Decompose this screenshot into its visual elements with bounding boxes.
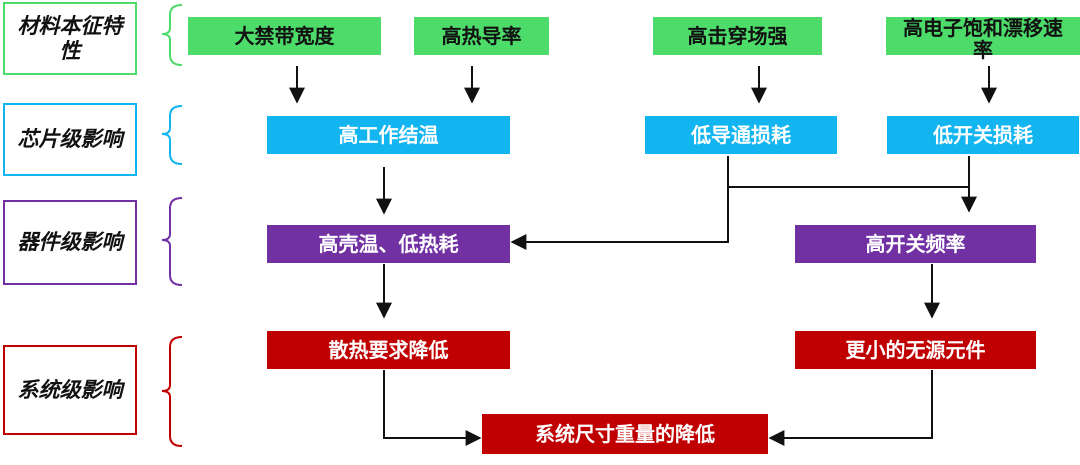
arrow-conduction-to-case (510, 156, 729, 250)
level-label-material: 材料本征特性 (3, 2, 137, 75)
bracket-material (161, 4, 183, 66)
box-case-temp: 高壳温、低热耗 (267, 225, 510, 263)
box-breakdown-field: 高击穿场强 (653, 17, 822, 55)
box-junction-temp: 高工作结温 (267, 116, 510, 154)
box-bandgap: 大禁带宽度 (188, 17, 381, 55)
box-size-weight: 系统尺寸重量的降低 (482, 414, 768, 454)
arrow-passives-to-system (768, 370, 933, 446)
level-label-system: 系统级影响 (3, 345, 137, 435)
bracket-device (161, 197, 183, 286)
bracket-chip (161, 105, 183, 165)
box-switching-loss: 低开关损耗 (887, 116, 1079, 154)
level-label-chip: 芯片级影响 (3, 103, 137, 176)
box-thermal-conductivity: 高热导率 (414, 17, 549, 55)
box-switching-freq: 高开关频率 (795, 225, 1036, 263)
level-label-device: 器件级影响 (3, 200, 137, 285)
arrow-cooling-to-system (383, 370, 482, 446)
box-saturation-velocity: 高电子饱和漂移速率 (886, 17, 1080, 61)
box-passives: 更小的无源元件 (795, 331, 1036, 369)
bracket-system (161, 336, 183, 447)
box-conduction-loss: 低导通损耗 (645, 116, 837, 154)
box-cooling: 散热要求降低 (267, 331, 510, 369)
